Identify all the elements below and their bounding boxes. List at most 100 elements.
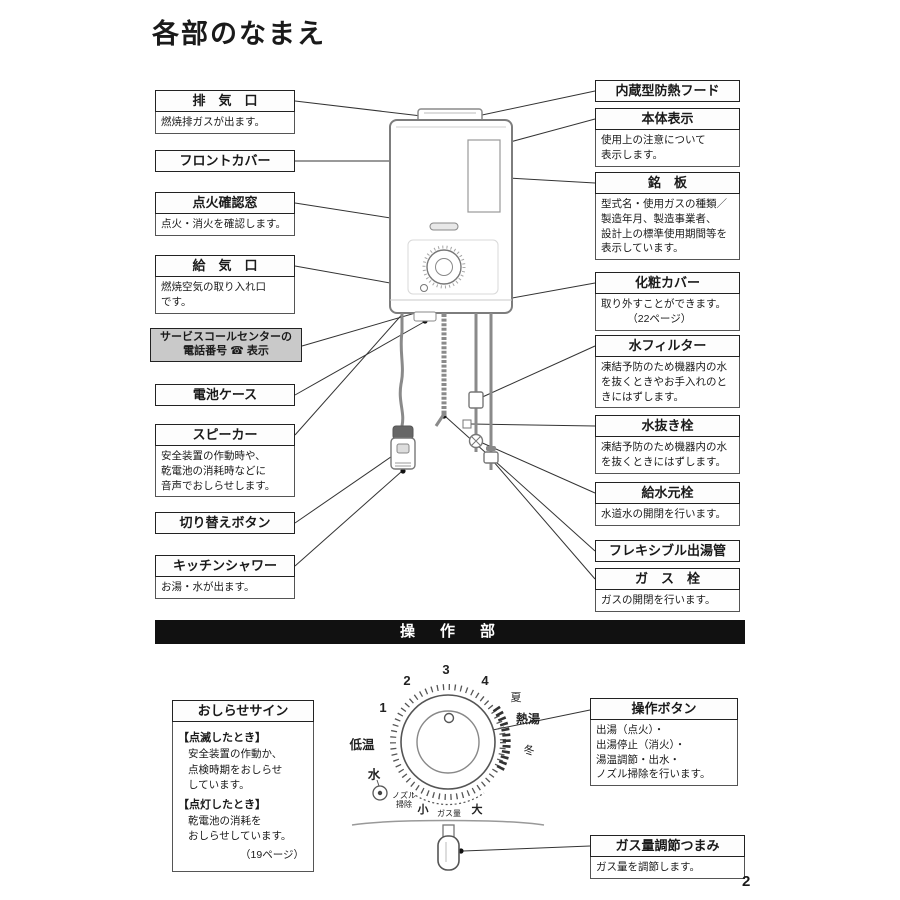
dial-summer-label: 夏	[511, 691, 522, 704]
callout-speaker: スピーカー 安全装置の作動時や、 乾電池の消耗時などに 音声でおしらせします。	[155, 424, 295, 498]
dial-gas-label: ガス量	[437, 808, 461, 818]
notice-light-text: 乾電池の消耗を おしらせしています。	[188, 814, 292, 843]
dial-large-label: 大	[472, 802, 483, 816]
part-label-ignition-window: 点火確認窓	[155, 192, 295, 215]
drain-plug-figure	[462, 419, 472, 429]
part-label-exhaust-port: 排 気 口	[155, 90, 295, 113]
callout-drain-plug: 水抜き栓 凍結予防のため機器内の水 を抜くときにはずします。	[595, 415, 740, 474]
callout-operation-button: 操作ボタン 出湯（点火）・ 出湯停止（消火）・ 湯温調節・出水・ ノズル掃除を行…	[590, 698, 738, 786]
page-number: 2	[742, 873, 751, 890]
callout-lines	[294, 90, 596, 852]
gas-adjust-knob-title: ガス量調節つまみ	[590, 835, 745, 858]
gas-adjust-knob-desc: ガス量を調節します。	[590, 857, 745, 879]
callout-heat-shield-hood: 内蔵型防熱フード	[595, 80, 740, 103]
part-label-service-call-sticker: サービスコールセンターの 電話番号 ☎ 表示	[150, 328, 302, 362]
unit-bottom-edge	[351, 819, 545, 826]
dial-number-2: 2	[403, 673, 410, 688]
dial-number-4: 4	[481, 673, 489, 688]
part-desc-nameplate: 型式名・使用ガスの種類／ 製造年月、製造事業者、 設計上の標準使用期間等を 表示…	[595, 194, 740, 260]
water-filter-figure	[468, 391, 484, 409]
part-desc-speaker: 安全装置の作動時や、 乾電池の消耗時などに 音声でおしらせします。	[155, 446, 295, 498]
callout-front-cover: フロントカバー	[155, 150, 295, 173]
dial-water-label: 水	[368, 767, 381, 782]
dial-number-3: 3	[442, 662, 449, 677]
part-desc-drain-plug: 凍結予防のため機器内の水 を抜くときにはずします。	[595, 437, 740, 474]
notice-sign-body: 【点滅したとき】 安全装置の作動か、 点検時期をおしらせ しています。 【点灯し…	[172, 722, 314, 872]
part-label-speaker: スピーカー	[155, 424, 295, 447]
notice-sign-title: おしらせサイン	[172, 700, 314, 723]
notice-blink-heading: 【点滅したとき】	[178, 732, 266, 745]
gas-scale-arc	[411, 792, 485, 806]
part-label-switch-button: 切り替えボタン	[155, 512, 295, 535]
callout-nameplate: 銘 板 型式名・使用ガスの種類／ 製造年月、製造事業者、 設計上の標準使用期間等…	[595, 172, 740, 260]
part-desc-gas-valve: ガスの開閉を行います。	[595, 590, 740, 612]
switch-button-figure	[396, 443, 410, 454]
dial-hot-label: 熱湯	[516, 711, 540, 726]
part-label-air-inlet: 給 気 口	[155, 255, 295, 278]
part-label-cosmetic-cover: 化粧カバー	[595, 272, 740, 295]
gas-knob-figure	[437, 835, 460, 871]
part-label-water-filter: 水フィルター	[595, 335, 740, 358]
dial-indicator	[443, 712, 455, 724]
speaker-hole-figure	[420, 284, 428, 292]
callout-ignition-window: 点火確認窓 点火・消火を確認します。	[155, 192, 295, 236]
callout-switch-button: 切り替えボタン	[155, 512, 295, 535]
callout-notice-sign: おしらせサイン 【点滅したとき】 安全装置の作動か、 点検時期をおしらせ してい…	[172, 700, 314, 872]
callout-air-inlet: 給 気 口 燃焼空気の取り入れ口 です。	[155, 255, 295, 314]
part-label-flexible-pipe: フレキシブル出湯管	[595, 540, 740, 563]
callout-gas-adjust-knob: ガス量調節つまみ ガス量を調節します。	[590, 835, 745, 879]
part-label-body-display: 本体表示	[595, 108, 740, 131]
callout-kitchen-shower: キッチンシャワー お湯・水が出ます。	[155, 555, 295, 599]
dial-number-1: 1	[379, 700, 386, 715]
part-label-front-cover: フロントカバー	[155, 150, 295, 173]
notice-page-ref: （19ページ）	[240, 849, 304, 861]
dial-nozzle-label-2: 掃除	[396, 799, 412, 809]
part-desc-water-filter: 凍結予防のため機器内の水 を抜くときやお手入れのと きにはずします。	[595, 357, 740, 409]
gas-valve-figure	[483, 451, 499, 464]
operation-button-figure	[416, 710, 480, 774]
callout-water-supply-valve: 給水元栓 水道水の開閉を行います。	[595, 482, 740, 526]
operation-button-desc: 出湯（点火）・ 出湯停止（消火）・ 湯温調節・出水・ ノズル掃除を行います。	[590, 720, 738, 786]
control-dial-figure: 1 2 3 4 夏 熱湯 冬 低温 水 ノズル 掃除 小 ガス量 大	[348, 662, 545, 871]
shower-head-figure	[390, 425, 416, 470]
display-panel-figure	[467, 139, 501, 213]
callout-flexible-pipe: フレキシブル出湯管	[595, 540, 740, 563]
part-label-battery-case: 電池ケース	[155, 384, 295, 407]
callout-gas-valve: ガ ス 栓 ガスの開閉を行います。	[595, 568, 740, 612]
page-title: 各部のなまえ	[152, 19, 326, 49]
callout-cosmetic-cover: 化粧カバー 取り外すことができます。 （22ページ）	[595, 272, 740, 331]
callout-exhaust-port: 排 気 口 燃焼排ガスが出ます。	[155, 90, 295, 134]
callout-body-display: 本体表示 使用上の注意について 表示します。	[595, 108, 740, 167]
part-desc-kitchen-shower: お湯・水が出ます。	[155, 577, 295, 599]
heater-illustration	[389, 108, 513, 470]
shower-hose-figure	[398, 313, 405, 427]
dial-nozzle-label-1: ノズル	[392, 790, 416, 800]
battery-cover-figure	[413, 311, 437, 322]
part-desc-body-display: 使用上の注意について 表示します。	[595, 130, 740, 167]
part-desc-water-supply-valve: 水道水の開閉を行います。	[595, 504, 740, 526]
callout-battery-case: 電池ケース	[155, 384, 295, 407]
dial-small-label: 小	[417, 802, 429, 816]
hot-water-zone-marks	[492, 705, 511, 773]
part-desc-cosmetic-cover: 取り外すことができます。 （22ページ）	[595, 294, 740, 331]
operation-button-title: 操作ボタン	[590, 698, 738, 721]
notice-blink-text: 安全装置の作動か、 点検時期をおしらせ しています。	[188, 747, 283, 792]
callout-water-filter: 水フィルター 凍結予防のため機器内の水 を抜くときやお手入れのと きにはずします…	[595, 335, 740, 409]
part-label-drain-plug: 水抜き栓	[595, 415, 740, 438]
part-label-gas-valve: ガ ス 栓	[595, 568, 740, 591]
notice-light-heading: 【点灯したとき】	[178, 799, 266, 811]
part-label-kitchen-shower: キッチンシャワー	[155, 555, 295, 578]
part-label-nameplate: 銘 板	[595, 172, 740, 195]
callout-service-call-sticker: サービスコールセンターの 電話番号 ☎ 表示	[150, 328, 302, 362]
dial-low-label: 低温	[348, 737, 375, 752]
gas-valve-handle-figure	[486, 446, 496, 451]
ignition-window-figure	[429, 222, 459, 231]
dial-winter-label: 冬	[524, 743, 535, 757]
part-desc-ignition-window: 点火・消火を確認します。	[155, 214, 295, 236]
part-desc-air-inlet: 燃焼空気の取り入れ口 です。	[155, 277, 295, 314]
section-bar-operation: 操 作 部	[155, 620, 745, 644]
part-label-heat-shield-hood: 内蔵型防熱フード	[595, 80, 740, 103]
part-desc-exhaust-port: 燃焼排ガスが出ます。	[155, 112, 295, 134]
